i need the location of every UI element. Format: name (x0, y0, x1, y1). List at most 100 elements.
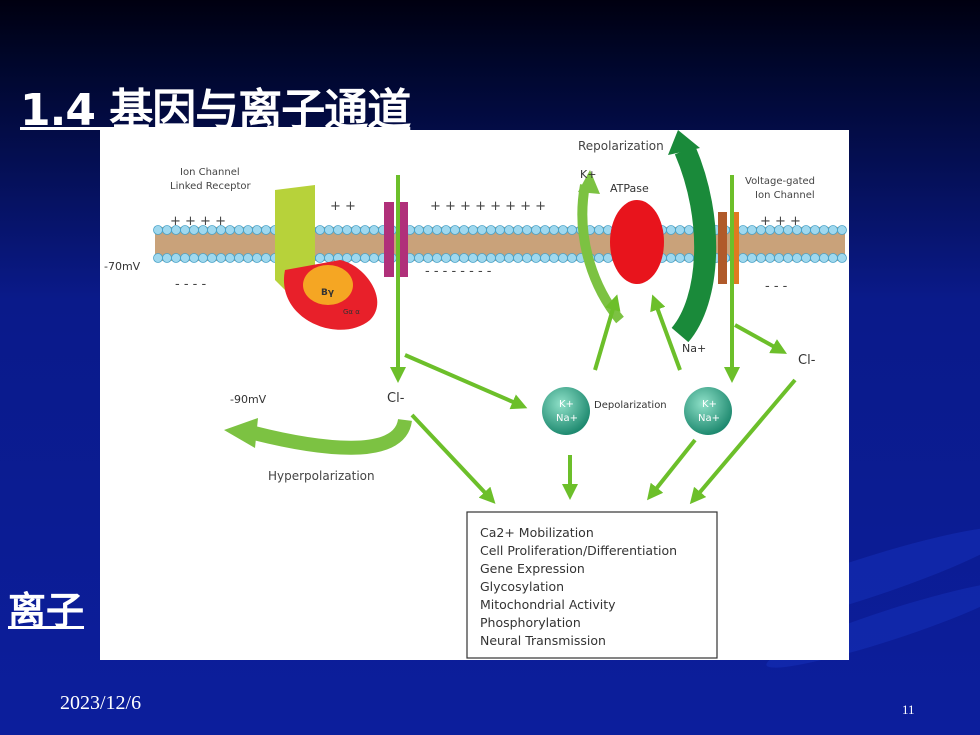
lipid-head (747, 253, 757, 263)
lipid-head (522, 225, 532, 235)
lipid-head (666, 253, 676, 263)
b-gamma-label: Bγ (321, 288, 334, 298)
lipid-head (549, 225, 559, 235)
partial-heading: 离子 (8, 589, 85, 633)
lipid-head (513, 253, 523, 263)
lipid-head (477, 225, 487, 235)
lipid-head (234, 253, 244, 263)
outcome-item: Neural Transmission (480, 633, 606, 648)
lipid-head (459, 225, 469, 235)
lipid-head (432, 253, 442, 263)
lipid-head (324, 225, 334, 235)
resting-potential-label: -70mV (104, 260, 141, 273)
inner-charge: - - - - - - - - (425, 264, 492, 279)
cl-minus-left-label: Cl- (387, 391, 405, 406)
lipid-head (837, 253, 847, 263)
lipid-head (342, 225, 352, 235)
lipid-head (828, 225, 838, 235)
lipid-head (765, 253, 775, 263)
lipid-head (468, 225, 478, 235)
outcome-item: Cell Proliferation/Differentiation (480, 543, 677, 558)
lipid-head (540, 225, 550, 235)
lipid-head (261, 225, 271, 235)
lipid-head (531, 225, 541, 235)
channel-protein (384, 202, 394, 277)
lipid-head (252, 225, 262, 235)
lipid-head (432, 225, 442, 235)
lipid-head (315, 253, 325, 263)
lipid-head (837, 225, 847, 235)
lipid-head (819, 225, 829, 235)
channel-protein (398, 202, 408, 277)
lipid-head (243, 225, 253, 235)
lipid-head (315, 225, 325, 235)
repolarization-label: Repolarization (578, 139, 664, 153)
inner-charge-right: - - - (765, 279, 788, 294)
lipid-head (594, 225, 604, 235)
hyperpolarization-label: Hyperpolarization (268, 469, 375, 483)
lipid-head (684, 225, 694, 235)
voltage-gated-label-line1: Voltage-gated (745, 176, 815, 187)
slide-date: 2023/12/6 (60, 692, 142, 714)
outer-charge-left: + + + + (170, 214, 226, 229)
lipid-head (423, 225, 433, 235)
k-plus-top-label: K+ (580, 168, 596, 181)
outcome-item: Mitochondrial Activity (480, 597, 616, 612)
lipid-bilayer (153, 225, 847, 263)
lipid-head (234, 225, 244, 235)
voltage-gated-channel-protein (718, 212, 727, 284)
signal-arrows (390, 175, 797, 505)
lipid-head (216, 253, 226, 263)
lipid-head (369, 225, 379, 235)
lipid-head (810, 225, 820, 235)
repolarization-arrow (671, 145, 717, 343)
outcome-item: Gene Expression (480, 561, 585, 576)
lipid-head (801, 225, 811, 235)
lipid-head (414, 225, 424, 235)
ion-circle-left (542, 387, 590, 435)
lipid-head (333, 225, 343, 235)
outer-charge: + + (330, 199, 356, 214)
lipid-head (675, 253, 685, 263)
lipid-head (207, 253, 217, 263)
lipid-head (522, 253, 532, 263)
depolarization-label: Depolarization (594, 400, 667, 411)
lipid-head (495, 225, 505, 235)
lipid-head (567, 225, 577, 235)
lipid-head (477, 253, 487, 263)
lipid-head (558, 253, 568, 263)
lipid-head (495, 253, 505, 263)
k-uptake-arrowhead (578, 170, 600, 194)
lipid-head (486, 225, 496, 235)
atpase-label: ATPase (610, 182, 649, 195)
lipid-head (360, 253, 370, 263)
lipid-head (459, 253, 469, 263)
lipid-head (603, 253, 613, 263)
lipid-head (828, 253, 838, 263)
lipid-head (594, 253, 604, 263)
lipid-head (756, 253, 766, 263)
atpase-pump (610, 200, 664, 284)
diagram-svg: Bγ Gα α + + + + + + + + + + + + + + + + … (104, 130, 847, 659)
lipid-head (369, 253, 379, 263)
lipid-head (225, 253, 235, 263)
lipid-head (819, 253, 829, 263)
outcome-item: Phosphorylation (480, 615, 581, 630)
slide-title: 1.4 基因与离子通道 (20, 85, 411, 136)
hyperpolarization-arrow (248, 418, 412, 455)
lipid-head (153, 253, 163, 263)
lipid-head (162, 253, 172, 263)
receptor-label-line2: Linked Receptor (170, 181, 251, 192)
lipid-head (189, 253, 199, 263)
voltage-gated-label-line2: Ion Channel (755, 190, 815, 201)
lipid-head (513, 225, 523, 235)
ion-channel-linked-receptor (275, 185, 378, 330)
receptor-label-line1: Ion Channel (180, 167, 240, 178)
lipid-head (540, 253, 550, 263)
lipid-head (504, 253, 514, 263)
lipid-head (351, 225, 361, 235)
lipid-head (792, 253, 802, 263)
lipid-head (351, 253, 361, 263)
lipid-head (180, 253, 190, 263)
lipid-head (486, 253, 496, 263)
